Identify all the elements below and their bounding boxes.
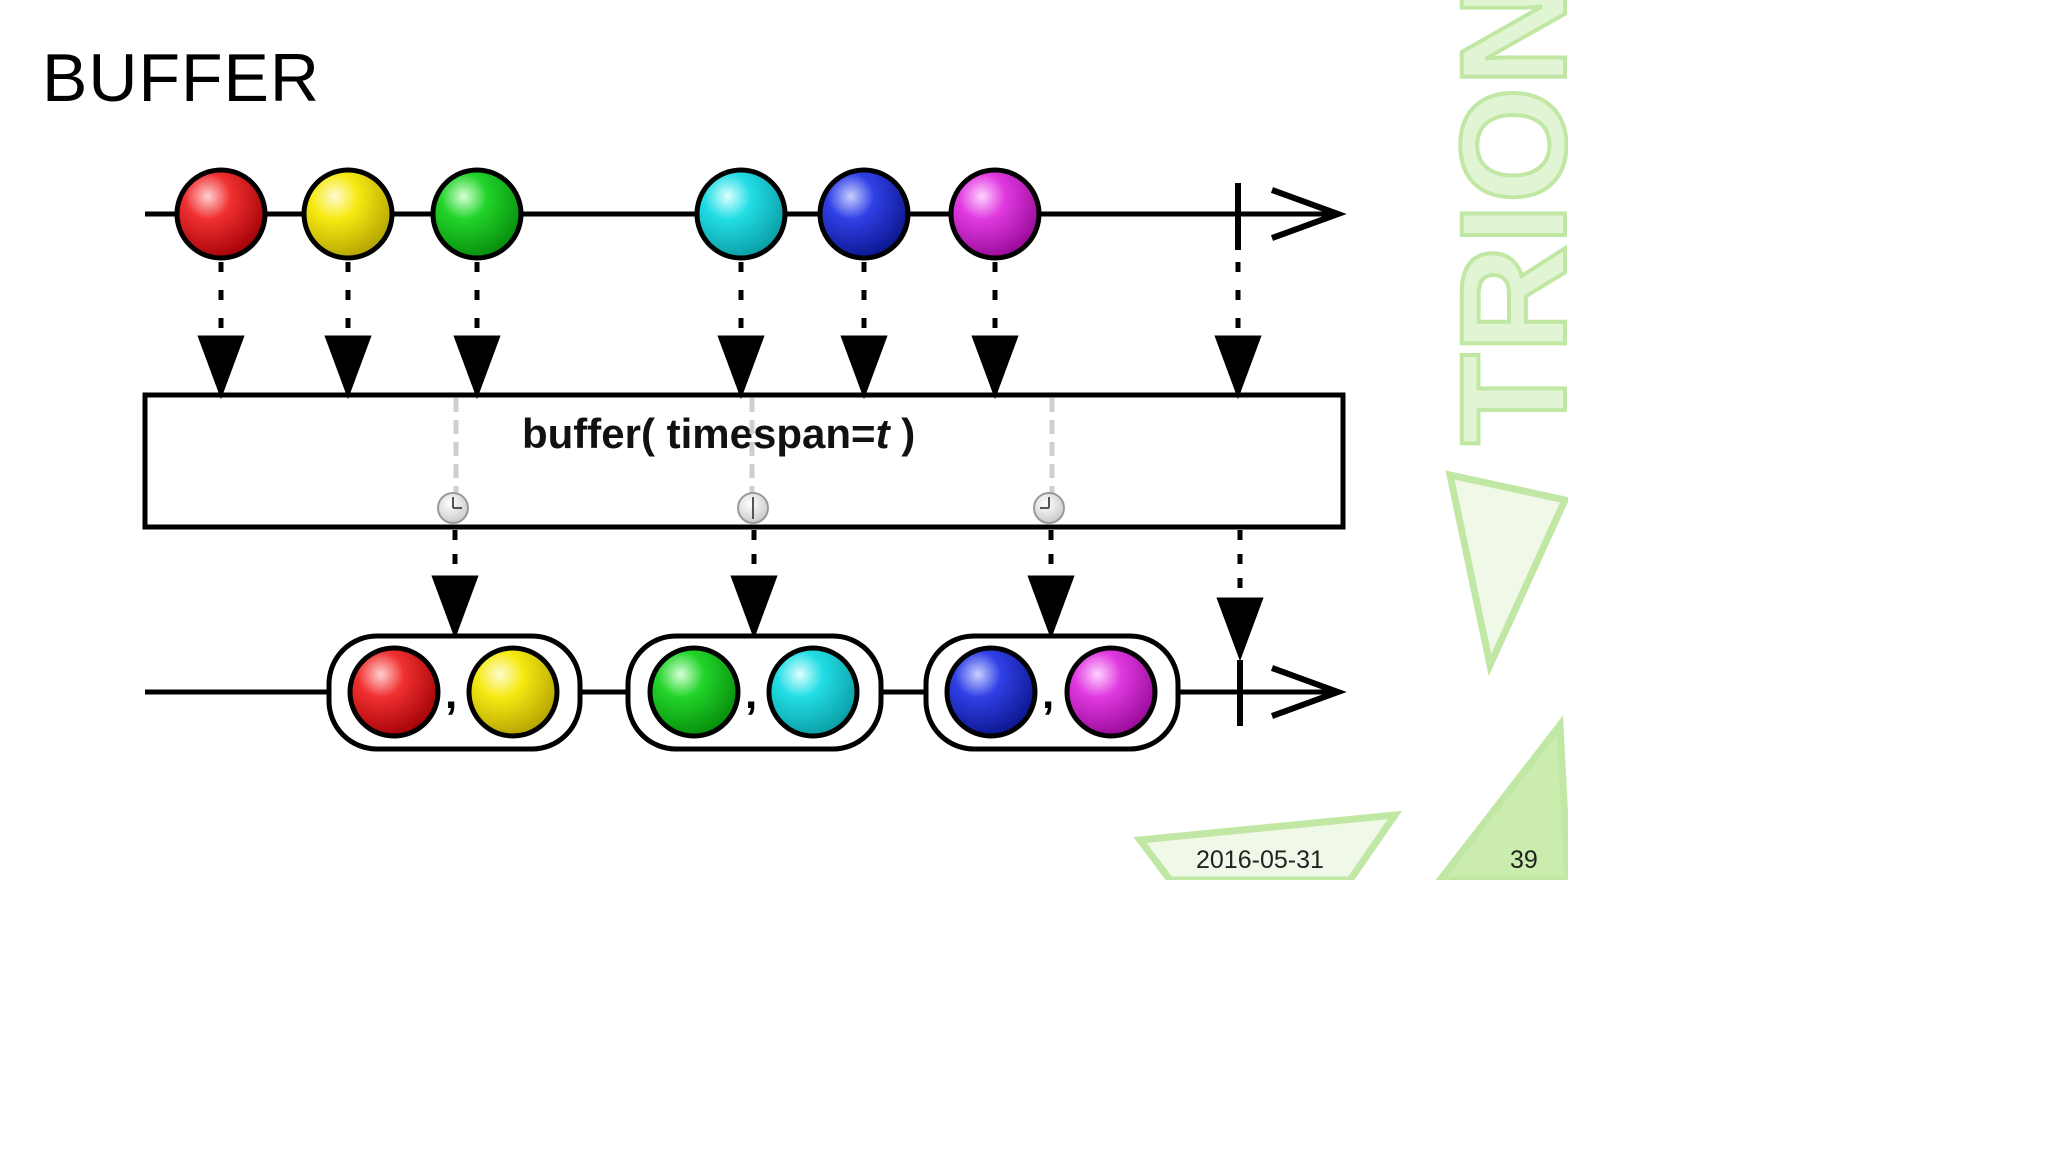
marble-red <box>347 645 441 739</box>
output-arrow <box>730 530 778 640</box>
marble-yellow <box>466 645 560 739</box>
input-arrow <box>840 262 888 400</box>
clock-icon <box>437 492 469 524</box>
output-arrows <box>431 530 1264 662</box>
marble-magenta <box>1064 645 1158 739</box>
marble-cyan <box>694 167 788 261</box>
slide-title: BUFFER <box>42 40 320 116</box>
buffer-separator: , <box>1042 669 1054 718</box>
output-arrow <box>431 530 479 640</box>
source-marbles <box>174 167 1042 261</box>
clock-icon <box>1033 492 1065 524</box>
marble-green <box>647 645 741 739</box>
output-arrow <box>1027 530 1075 640</box>
marble-green <box>430 167 524 261</box>
buffer-separator: , <box>745 669 757 718</box>
timer-clocks <box>437 492 1065 524</box>
operator-name: buffer( timespan= <box>522 410 876 457</box>
slide-date: 2016-05-31 <box>1196 846 1324 874</box>
output-buffers: , , , <box>326 633 1181 752</box>
timer-lines <box>453 398 1055 495</box>
slide: TRION buffer( timespan=t ) <box>42 0 1568 880</box>
marble-magenta <box>948 167 1042 261</box>
output-arrowhead <box>1270 665 1347 719</box>
marble-blue <box>817 167 911 261</box>
marble-blue <box>944 645 1038 739</box>
watermark-text: TRION <box>1429 0 1568 445</box>
page-number: 39 <box>1510 846 1538 874</box>
input-arrow <box>197 262 245 400</box>
marble-yellow <box>301 167 395 261</box>
watermark-decoration: TRION <box>1133 0 1568 880</box>
input-completion-arrow <box>1214 262 1262 400</box>
output-completion-arrow <box>1216 530 1264 662</box>
buffer-bubble: , <box>326 633 583 752</box>
marble-diagram: TRION buffer( timespan=t ) <box>142 0 1568 880</box>
operator-label: buffer( timespan=t ) <box>522 410 915 457</box>
input-arrow <box>453 262 501 400</box>
clock-icon <box>737 492 769 524</box>
buffer-bubble: , <box>923 633 1181 752</box>
input-arrows <box>197 262 1262 400</box>
input-arrow <box>717 262 765 400</box>
marble-cyan <box>766 645 860 739</box>
marble-red <box>174 167 268 261</box>
input-arrow <box>324 262 372 400</box>
operator-param: t <box>876 410 892 457</box>
operator-close: ) <box>890 410 916 457</box>
buffer-separator: , <box>445 669 457 718</box>
buffer-bubble: , <box>625 633 884 752</box>
source-arrowhead <box>1270 187 1347 241</box>
input-arrow <box>971 262 1019 400</box>
